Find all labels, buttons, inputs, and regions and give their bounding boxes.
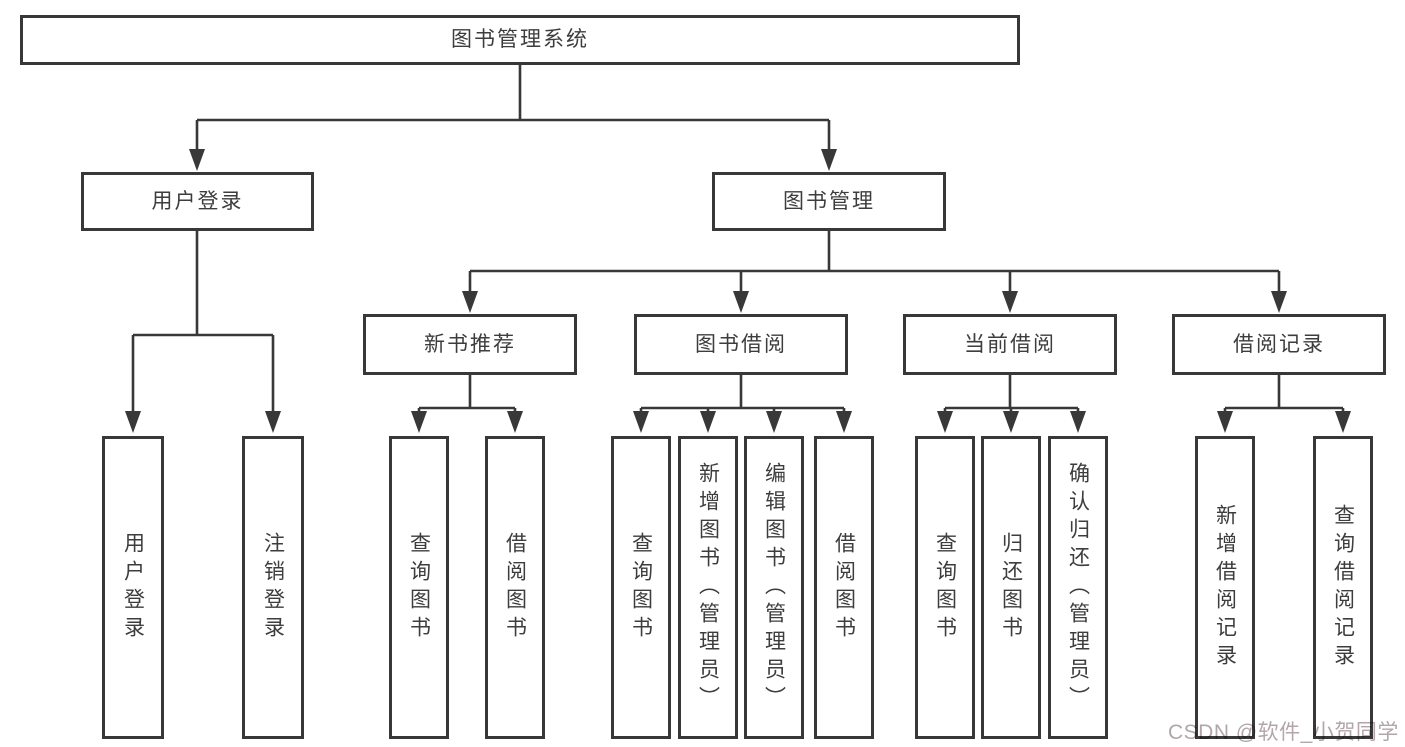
node-label: 图书管理系统 (451, 28, 589, 52)
node-label: 借阅图书 (503, 531, 527, 644)
leaf-add-borrow-record: 新增借阅记录 (1195, 436, 1255, 739)
leaf-query-books-current: 查询图书 (915, 436, 975, 739)
node-label: 查询借阅记录 (1331, 503, 1355, 672)
node-label: 图书借阅 (695, 332, 787, 356)
csdn-watermark: CSDN @软件_小贺同学 (1168, 721, 1399, 744)
leaf-add-books-admin: 新增图书（管理员） (678, 436, 738, 739)
leaf-query-books-recommend: 查询图书 (389, 436, 449, 739)
node-label: 当前借阅 (964, 332, 1056, 356)
leaf-user-login: 用户登录 (102, 436, 164, 739)
node-user-login-group: 用户登录 (81, 172, 314, 231)
node-label: 确认归还（管理员） (1066, 461, 1090, 714)
node-label: 查询图书 (933, 531, 957, 644)
node-label: 归还图书 (999, 531, 1023, 644)
leaf-borrow-books-recommend: 借阅图书 (485, 436, 545, 739)
node-borrowing-records: 借阅记录 (1172, 314, 1386, 375)
node-label: 新书推荐 (424, 332, 516, 356)
node-label: 查询图书 (407, 531, 431, 644)
node-label: 新增借阅记录 (1213, 503, 1237, 672)
leaf-borrow-books: 借阅图书 (814, 436, 874, 739)
node-label: 注销登录 (261, 531, 285, 644)
node-library-management-system: 图书管理系统 (20, 15, 1020, 65)
leaf-logout: 注销登录 (242, 436, 304, 739)
node-label: 用户登录 (151, 189, 244, 213)
node-label: 查询图书 (629, 531, 653, 644)
leaf-query-books-borrowing: 查询图书 (611, 436, 671, 739)
node-label: 编辑图书（管理员） (762, 461, 786, 714)
node-new-book-recommend: 新书推荐 (363, 314, 577, 375)
leaf-query-borrow-record: 查询借阅记录 (1313, 436, 1373, 739)
node-book-management: 图书管理 (712, 172, 946, 231)
node-current-borrowing: 当前借阅 (903, 314, 1117, 375)
node-book-borrowing: 图书借阅 (634, 314, 848, 375)
node-label: 借阅图书 (832, 531, 856, 644)
leaf-edit-books-admin: 编辑图书（管理员） (744, 436, 804, 739)
arrowheads (125, 149, 1351, 433)
node-label: 图书管理 (783, 189, 875, 213)
node-label: 借阅记录 (1233, 332, 1325, 356)
leaf-confirm-return-admin: 确认归还（管理员） (1048, 436, 1108, 739)
node-label: 用户登录 (121, 531, 145, 644)
node-label: 新增图书（管理员） (696, 461, 720, 714)
leaf-return-books: 归还图书 (981, 436, 1041, 739)
